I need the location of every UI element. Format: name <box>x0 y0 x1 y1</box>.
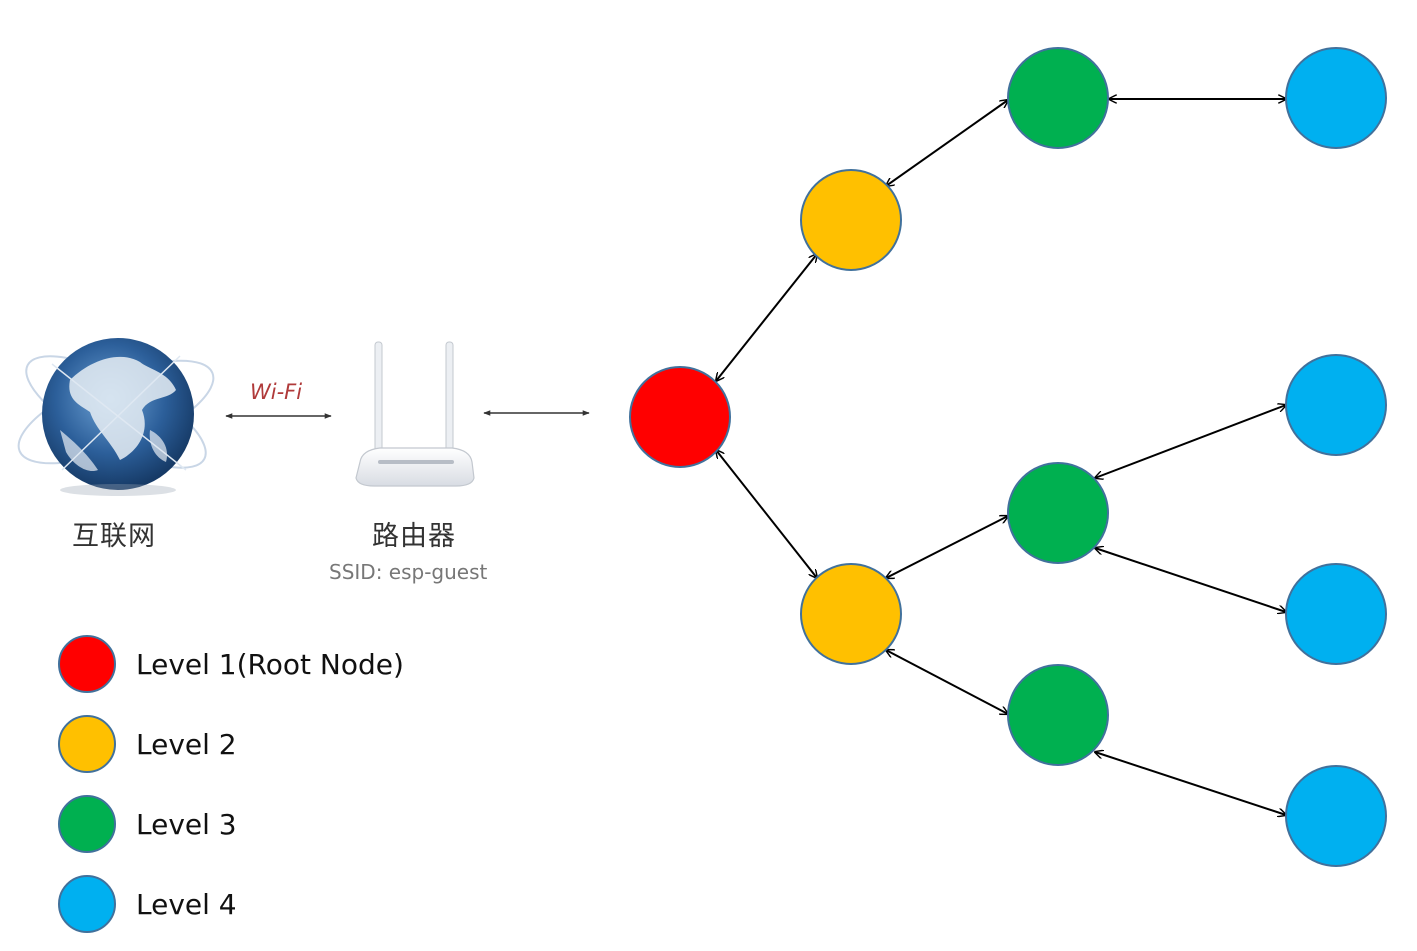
legend-label-level4: Level 4 <box>136 887 237 921</box>
legend-label-level2: Level 2 <box>136 727 237 761</box>
router-label: 路由器 <box>372 521 456 552</box>
link-l3b-l4b <box>1095 405 1286 478</box>
node-level3-b <box>1007 462 1109 564</box>
node-level4-a <box>1285 47 1387 149</box>
router-ssid: SSID: esp-guest <box>329 560 488 584</box>
link-l2b-l3c <box>886 650 1008 714</box>
legend-label-level1: Level 1(Root Node) <box>136 647 404 681</box>
node-level4-d <box>1285 765 1387 867</box>
node-level3-c <box>1007 664 1109 766</box>
node-level1-root <box>629 366 731 468</box>
node-level3-a <box>1007 47 1109 149</box>
link-l2b-l3b <box>886 516 1008 578</box>
legend: Level 1(Root Node) Level 2 Level 3 Level… <box>58 624 404 944</box>
legend-item-level1: Level 1(Root Node) <box>58 624 404 704</box>
link-l3c-l4d <box>1095 752 1286 815</box>
link-root-l2b <box>716 450 817 578</box>
legend-swatch-level3 <box>58 795 116 853</box>
router-icon <box>355 341 475 487</box>
legend-item-level2: Level 2 <box>58 704 404 784</box>
mesh-nodes <box>629 47 1387 867</box>
wifi-label: Wi-Fi <box>250 380 303 404</box>
globe-icon <box>17 338 215 496</box>
node-level2-b <box>800 563 902 665</box>
link-l2a-l3a <box>886 100 1008 186</box>
node-level2-a <box>800 169 902 271</box>
legend-swatch-level2 <box>58 715 116 773</box>
legend-item-level3: Level 3 <box>58 784 404 864</box>
legend-swatch-level1 <box>58 635 116 693</box>
link-root-l2a <box>716 254 817 381</box>
legend-swatch-level4 <box>58 875 116 933</box>
node-level4-c <box>1285 563 1387 665</box>
node-level4-b <box>1285 354 1387 456</box>
legend-label-level3: Level 3 <box>136 807 237 841</box>
link-l3b-l4c <box>1095 548 1286 612</box>
mesh-links <box>716 99 1286 815</box>
legend-item-level4: Level 4 <box>58 864 404 944</box>
internet-label: 互联网 <box>72 521 156 552</box>
